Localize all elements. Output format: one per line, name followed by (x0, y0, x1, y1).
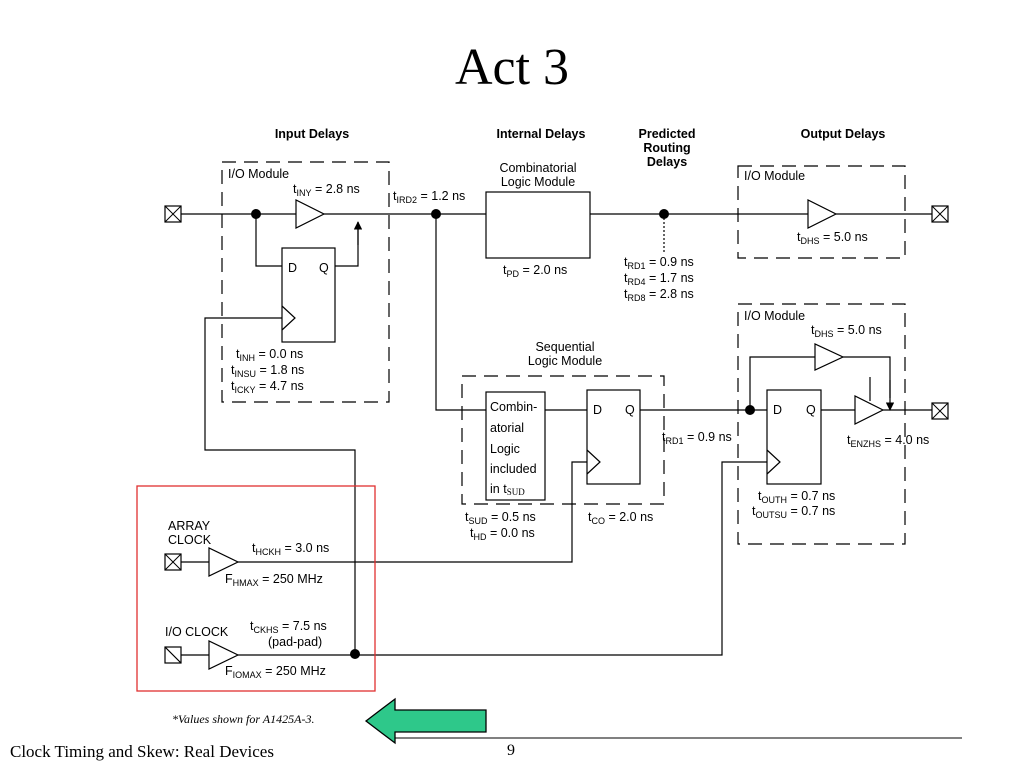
header-input-delays: Input Delays (275, 127, 349, 141)
sequential-module-box (461, 375, 665, 505)
output-buffer-top-icon (807, 199, 838, 229)
junction-input (251, 209, 261, 219)
comb-inner-3: Logic (490, 442, 520, 456)
t-hd-label: tHD = 0.0 ns (470, 526, 535, 542)
io-module-top-right-label: I/O Module (744, 169, 805, 183)
junction-routing (659, 209, 669, 219)
output-pad-top-icon (931, 205, 949, 223)
junction-ird2 (431, 209, 441, 219)
io-module-left-box (221, 161, 390, 403)
t-pd-label: tPD = 2.0 ns (503, 263, 567, 279)
tristate-buffer-icon (854, 395, 885, 425)
input-buffer-icon (295, 199, 326, 229)
seq-module-label-1: Sequential (535, 340, 594, 354)
t-hckh-label: tHCKH = 3.0 ns (252, 541, 329, 557)
io-module-bottom-right-label: I/O Module (744, 309, 805, 323)
io-clock-pad-icon (164, 646, 182, 664)
t-insu-label: tINSU = 1.8 ns (231, 363, 304, 379)
io-clock-buffer-icon (208, 640, 240, 670)
values-note: *Values shown for A1425A-3. (172, 712, 315, 726)
t-rd4-label: tRD4 = 1.7 ns (624, 271, 694, 287)
t-outh-label: tOUTH = 0.7 ns (758, 489, 835, 505)
io-clock-label: I/O CLOCK (165, 625, 229, 639)
t-dhs-bottom-label: tDHS = 5.0 ns (811, 323, 882, 339)
combinatorial-module-box (485, 191, 591, 259)
comb-module-label-2: Logic Module (501, 175, 575, 189)
svg-text:Q: Q (319, 261, 329, 275)
array-clock-label-2: CLOCK (168, 533, 212, 547)
svg-text:D: D (773, 403, 782, 417)
seq-module-flipflop: D Q (586, 389, 641, 485)
array-clock-label-1: ARRAY (168, 519, 211, 533)
footer-title: Clock Timing and Skew: Real Devices (10, 742, 274, 761)
comb-module-label-1: Combinatorial (499, 161, 576, 175)
timing-labels: tINY = 2.8 ns tIRD2 = 1.2 ns tPD = 2.0 n… (225, 182, 929, 680)
junction-seq-output (745, 405, 755, 415)
svg-text:D: D (593, 403, 602, 417)
junction-io-clock (350, 649, 360, 659)
io-module-top-right-box (737, 165, 906, 259)
header-routing-2: Routing (643, 141, 690, 155)
svg-text:D: D (288, 261, 297, 275)
clock-highlight-box (136, 485, 376, 692)
header-routing-1: Predicted (639, 127, 696, 141)
t-ird2-label: tIRD2 = 1.2 ns (393, 189, 465, 205)
io-module-left-label: I/O Module (228, 167, 289, 181)
hold-buffer-icon (814, 343, 845, 371)
comb-inner-4: included (490, 462, 537, 476)
t-enzhs-label: tENZHS = 4.0 ns (847, 433, 929, 449)
svg-text:Q: Q (625, 403, 635, 417)
t-inh-label: tINH = 0.0 ns (236, 347, 303, 363)
t-sud-label: tSUD = 0.5 ns (465, 510, 536, 526)
t-outsu-label: tOUTSU = 0.7 ns (752, 504, 835, 520)
green-arrow-icon (364, 697, 487, 745)
comb-inner-5: in tSUD (490, 482, 525, 497)
f-iomax-label: FIOMAX = 250 MHz (225, 664, 326, 680)
pad-pad-label: (pad-pad) (268, 635, 322, 649)
slide-title: Act 3 (454, 39, 570, 96)
f-hmax-label: FHMAX = 250 MHz (225, 572, 323, 588)
t-iny-label: tINY = 2.8 ns (293, 182, 360, 198)
header-internal-delays: Internal Delays (497, 127, 586, 141)
t-rd1-seq-label: tRD1 = 0.9 ns (662, 430, 732, 446)
svg-text:Q: Q (806, 403, 816, 417)
io-module-bottom-right-box (737, 303, 906, 545)
t-rd1-label: tRD1 = 0.9 ns (624, 255, 694, 271)
output-register-flipflop: D Q (766, 389, 822, 485)
t-icky-label: tICKY = 4.7 ns (231, 379, 304, 395)
t-ckhs-label: tCKHS = 7.5 ns (250, 619, 327, 635)
header-output-delays: Output Delays (801, 127, 886, 141)
comb-inner-2: atorial (490, 421, 524, 435)
output-pad-bottom-icon (931, 402, 949, 420)
header-routing-3: Delays (647, 155, 687, 169)
array-clock-buffer-icon (208, 547, 240, 577)
input-pad-icon (164, 205, 182, 223)
comb-inner-1: Combin- (490, 400, 537, 414)
comb-logic-inner-box (485, 391, 546, 501)
t-co-label: tCO = 2.0 ns (588, 510, 653, 526)
t-dhs-top-label: tDHS = 5.0 ns (797, 230, 868, 246)
input-register-flipflop: D Q (281, 247, 336, 343)
seq-module-label-2: Logic Module (528, 354, 602, 368)
t-rd8-label: tRD8 = 2.8 ns (624, 287, 694, 303)
array-clock-pad-icon (164, 553, 182, 571)
page-number: 9 (507, 742, 515, 759)
